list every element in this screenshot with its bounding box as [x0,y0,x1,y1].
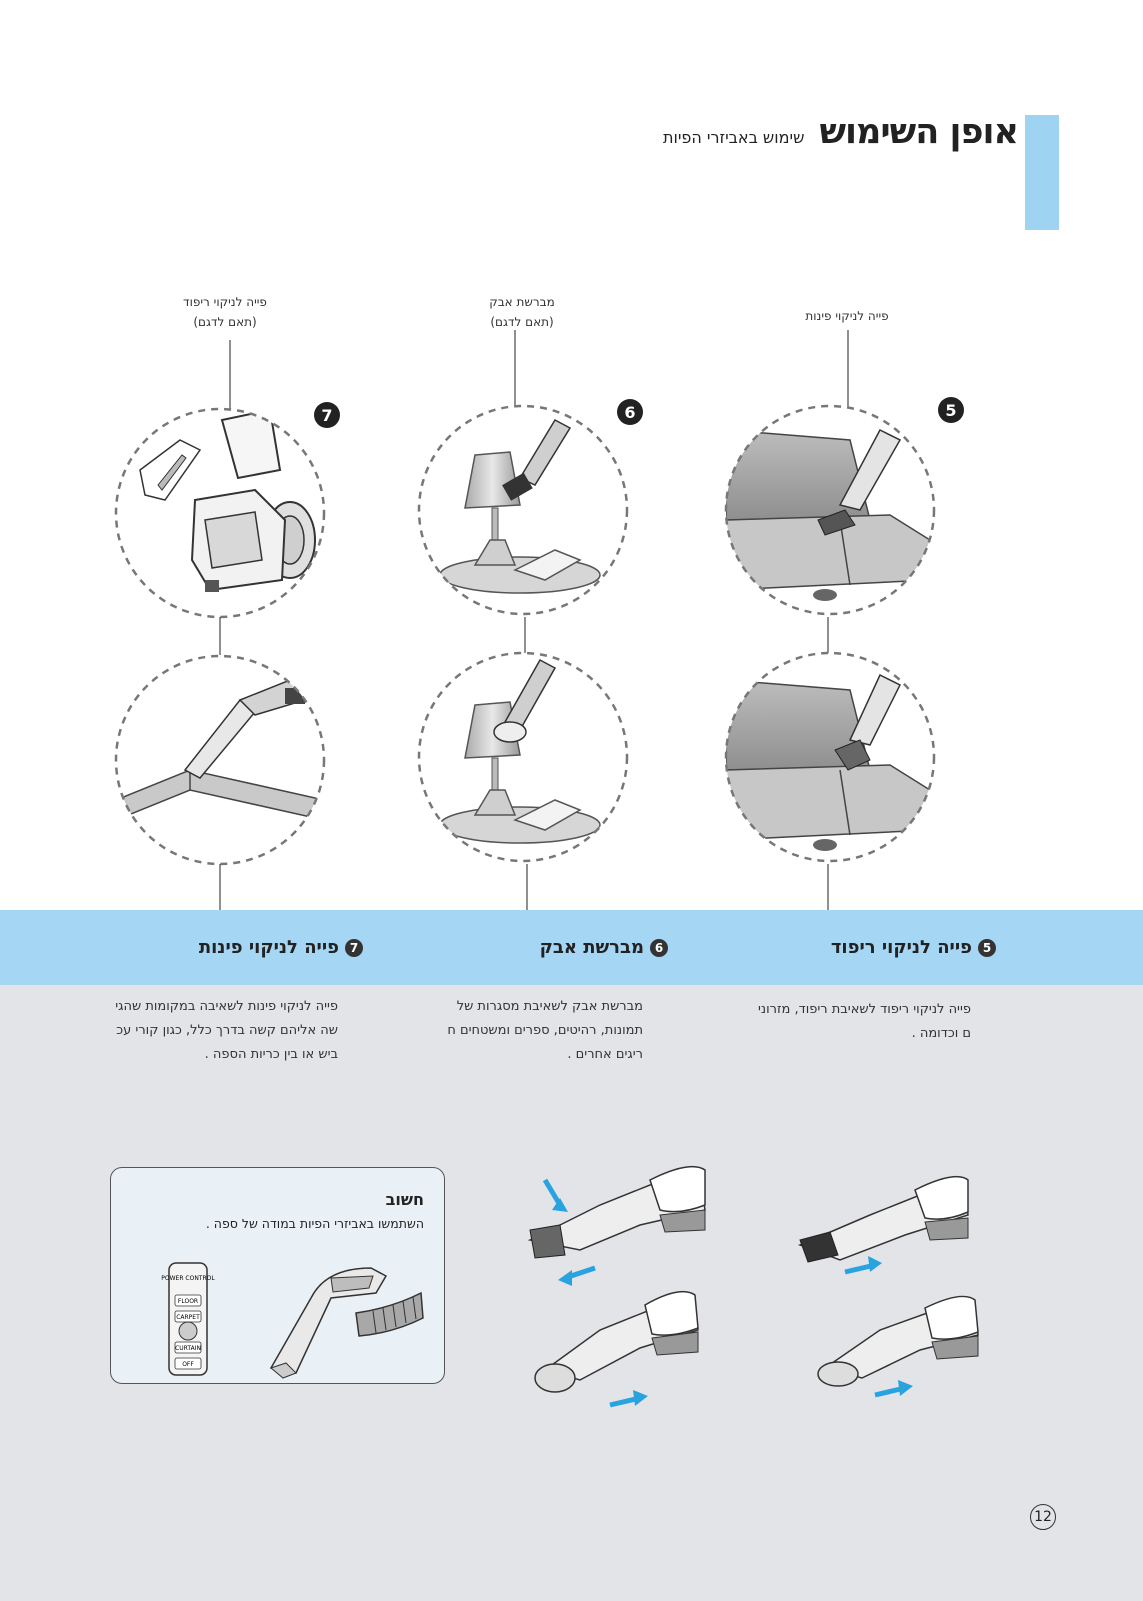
sofa-upholstery-illustration [726,406,934,614]
section-band [0,910,1143,985]
section-desc-crevice: פייה לניקוי פינות לשאיבה במקומות שהגי שה… [115,999,338,1062]
lamp-dust-brush-illustration [419,406,627,614]
section-tab [1025,115,1059,230]
section-desc-upholstery: פייה לניקוי ריפוד לשאיבת ריפוד, מזרוני ם… [758,1002,971,1041]
note-title: חשוב [385,1190,424,1209]
callout-upholstery: פייה לניקוי ריפוד (תאם לדגם) [183,295,267,329]
note-text: השתמשו באביזרי הפיות במודה של ספה . [205,1216,424,1231]
section-desc-dust-brush: מברשת אבק לשאיבת מסגרות של תמונות, רהיטי… [447,999,643,1062]
page-title: אופן השימוש שימוש באביזרי הפיות [662,112,1019,152]
handle-control-illustration: POWER CONTROL FLOOR CARPET CURTAIN OFF [161,1262,424,1379]
page-title-main: אופן השימוש [819,112,1019,152]
corner-crevice-illustration [116,656,324,864]
control-label-floor: FLOOR [178,1298,198,1305]
section-title-upholstery: 5 פייה לניקוי ריפוד [831,937,996,958]
sofa-cleaning-illustration [726,653,934,861]
vacuum-body-illustration [116,409,324,617]
usage-crevice-illustration [527,1165,706,1286]
control-label-curtain: CURTAIN [175,1345,201,1352]
usage-dust-brush-illustration [534,1290,699,1408]
section-title-crevice: 7 פייה לניקוי פינות [199,937,363,958]
control-label-power: POWER CONTROL [161,1275,215,1282]
control-label-carpet: CARPET [176,1314,200,1321]
control-label-off: OFF [182,1361,194,1368]
callout-crevice: פייה לניקוי פינות [805,309,889,323]
usage-round-brush-illustration [817,1295,979,1398]
page-subtitle: שימוש באביזרי הפיות [662,128,805,147]
callout-dust-brush: מברשת אבק (תאם לדגם) [489,295,555,329]
page-number: 12 [1030,1504,1056,1530]
lamp-round-brush-illustration [419,653,627,861]
section-title-dust-brush: 6 מברשת אבק [540,937,668,958]
usage-upholstery-illustration [797,1175,969,1275]
important-note: חשוב השתמשו באביזרי הפיות במודה של ספה .… [110,1167,445,1384]
